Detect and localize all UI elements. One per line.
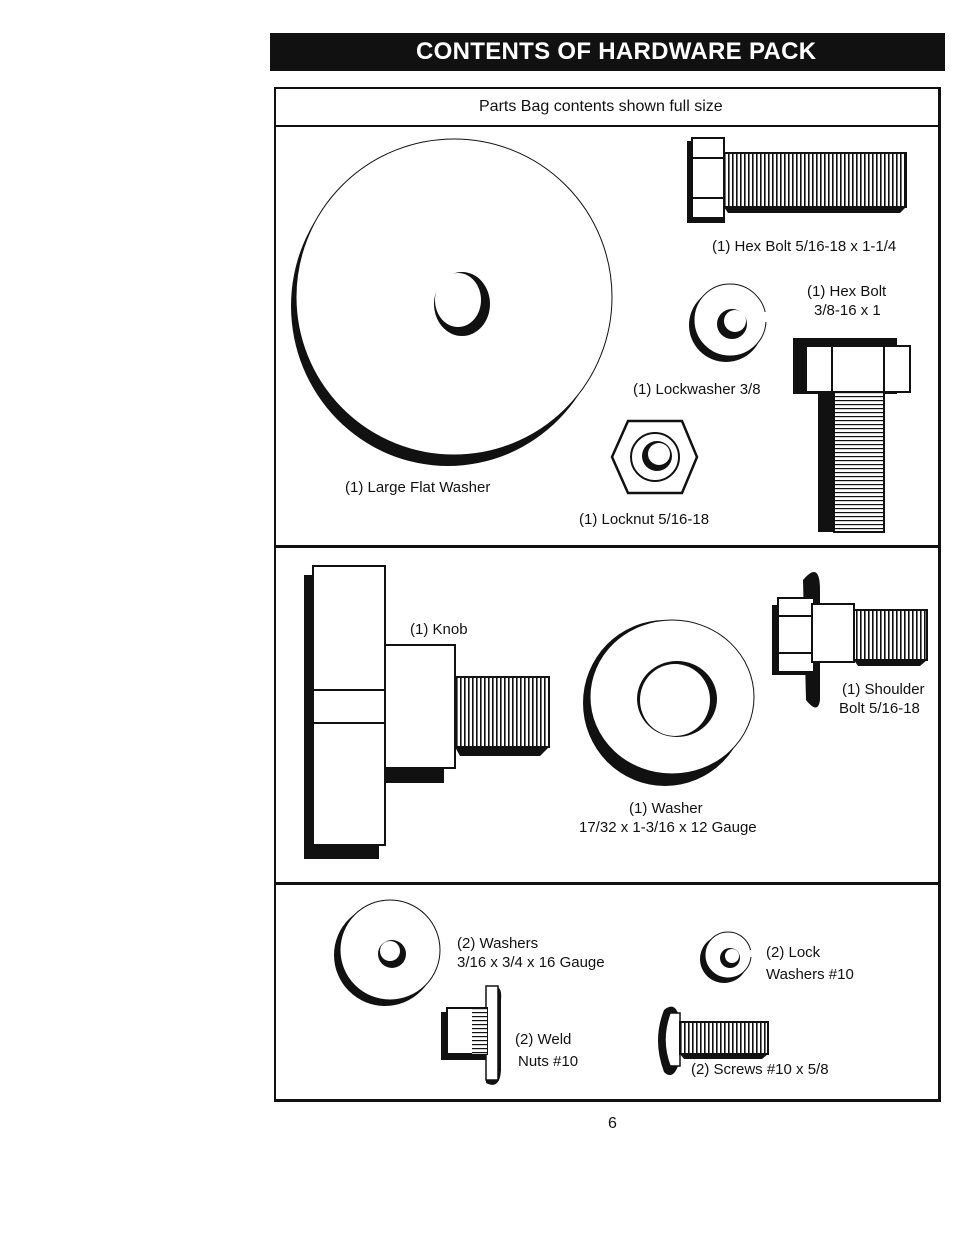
caption-lock-washers-2: Washers #10 bbox=[766, 966, 854, 983]
lockwasher-icon bbox=[689, 283, 774, 362]
caption-locknut: (1) Locknut 5/16-18 bbox=[579, 511, 710, 528]
lock-washer-small-icon bbox=[700, 931, 756, 983]
screw-icon bbox=[658, 1006, 769, 1076]
page-number: 6 bbox=[608, 1115, 617, 1132]
large-flat-washer-icon bbox=[291, 138, 613, 466]
caption-lock-washers-1: (2) Lock bbox=[766, 944, 821, 961]
caption-hex-bolt-long-2: 3/8-16 x 1 bbox=[814, 302, 881, 319]
hex-bolt-short-icon bbox=[687, 137, 907, 223]
caption-weld-nuts-1: (2) Weld bbox=[515, 1031, 572, 1048]
section-divider-1 bbox=[274, 545, 941, 548]
caption-hex-bolt-short: (1) Hex Bolt 5/16-18 x 1-1/4 bbox=[712, 238, 897, 255]
page-title: CONTENTS OF HARDWARE PACK bbox=[270, 33, 945, 71]
hex-bolt-long-icon bbox=[793, 338, 911, 533]
locknut-icon bbox=[610, 419, 699, 495]
caption-shoulder-bolt-2: Bolt 5/16-18 bbox=[839, 700, 920, 717]
subtitle: Parts Bag contents shown full size bbox=[479, 98, 723, 115]
washer-icon bbox=[583, 619, 755, 786]
caption-weld-nuts-2: Nuts #10 bbox=[518, 1053, 579, 1070]
caption-knob: (1) Knob bbox=[410, 621, 468, 638]
caption-washer-1: (1) Washer bbox=[629, 800, 703, 817]
section-divider-2 bbox=[274, 882, 941, 885]
parts-frame bbox=[274, 87, 941, 1102]
caption-hex-bolt-long-1: (1) Hex Bolt bbox=[807, 283, 887, 300]
weld-nut-icon bbox=[441, 985, 502, 1085]
caption-large-flat-washer: (1) Large Flat Washer bbox=[345, 479, 491, 496]
caption-washer-2: 17/32 x 1-3/16 x 12 Gauge bbox=[579, 819, 757, 836]
header-divider bbox=[274, 125, 941, 127]
small-washer-icon bbox=[334, 899, 441, 1006]
caption-shoulder-bolt-1: (1) Shoulder bbox=[842, 681, 925, 698]
caption-lockwasher: (1) Lockwasher 3/8 bbox=[633, 381, 761, 398]
caption-small-washers-1: (2) Washers bbox=[457, 935, 539, 952]
shoulder-bolt-icon bbox=[772, 572, 928, 708]
caption-screws: (2) Screws #10 x 5/8 bbox=[691, 1061, 829, 1078]
knob-icon bbox=[304, 565, 550, 859]
caption-small-washers-2: 3/16 x 3/4 x 16 Gauge bbox=[457, 954, 605, 971]
